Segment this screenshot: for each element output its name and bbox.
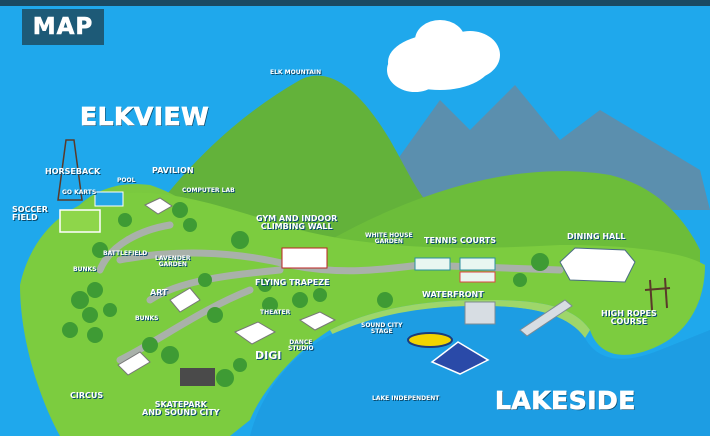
- label-white-house-garden[interactable]: WHITE HOUSE GARDEN: [365, 232, 413, 246]
- ropes-course: [644, 277, 671, 311]
- circus-building: [117, 351, 151, 376]
- label-theater[interactable]: THEATER: [260, 309, 291, 316]
- label-go-karts[interactable]: GO KARTS: [62, 189, 97, 196]
- label-battlefield[interactable]: BATTLEFIELD: [103, 250, 148, 257]
- soccer-field: [59, 209, 101, 233]
- label-lake-independent[interactable]: LAKE INDEPENDENT: [372, 395, 440, 402]
- label-circus[interactable]: CIRCUS: [70, 391, 104, 400]
- dance-building: [298, 311, 337, 331]
- label-skatepark[interactable]: SKATEPARK AND SOUND CITY: [142, 400, 220, 418]
- shore: [330, 300, 590, 338]
- label-bunks-left[interactable]: BUNKS: [73, 266, 97, 273]
- label-dance-studio[interactable]: DANCE STUDIO: [288, 339, 314, 353]
- label-elk-mountain[interactable]: ELK MOUNTAIN: [270, 69, 322, 76]
- label-digi[interactable]: DIGI: [255, 349, 282, 362]
- label-pavilion[interactable]: PAVILION: [152, 166, 194, 175]
- label-tennis-courts[interactable]: TENNIS COURTS: [424, 236, 497, 245]
- theater-building: [233, 321, 277, 345]
- water-trampoline: [430, 341, 490, 375]
- tennis-court-1: [414, 257, 451, 271]
- label-art[interactable]: ART: [150, 288, 168, 297]
- label-lavender-garden[interactable]: LAVENDER GARDEN: [155, 255, 191, 269]
- label-soccer-field[interactable]: SOCCER FIELD: [12, 205, 48, 223]
- skatepark: [180, 368, 215, 386]
- trees: [62, 202, 549, 387]
- label-waterfront[interactable]: WATERFRONT: [422, 290, 484, 299]
- pool: [94, 191, 124, 207]
- label-bunks-mid[interactable]: BUNKS: [135, 315, 159, 322]
- region-elkview: ELKVIEW: [80, 102, 210, 131]
- tennis-court-3: [459, 271, 496, 283]
- pavilion-building: [143, 197, 173, 215]
- label-dining-hall[interactable]: DINING HALL: [567, 232, 626, 241]
- lake: [250, 306, 710, 436]
- gym-building: [281, 247, 328, 269]
- tennis-court-2: [459, 257, 496, 271]
- region-lakeside: LAKESIDE: [495, 386, 636, 415]
- dining-hall: [559, 247, 636, 283]
- label-sound-city-stage[interactable]: SOUND CITY STAGE: [361, 322, 403, 336]
- label-high-ropes[interactable]: HIGH ROPES COURSE: [601, 309, 657, 327]
- cloud: [387, 20, 500, 92]
- top-bar: [0, 0, 710, 6]
- label-gym[interactable]: GYM AND INDOOR CLIMBING WALL: [256, 214, 338, 232]
- label-computer-lab[interactable]: COMPUTER LAB: [182, 187, 235, 194]
- floating-disc: [407, 332, 453, 348]
- pier: [464, 299, 573, 337]
- map-title: MAP: [22, 9, 104, 45]
- label-horseback[interactable]: HORSEBACK: [45, 167, 101, 176]
- far-mountains: [390, 85, 710, 210]
- horseback-tower: [57, 139, 83, 201]
- art-building: [169, 287, 201, 313]
- label-pool[interactable]: POOL: [117, 177, 136, 184]
- label-flying-trapeze[interactable]: FLYING TRAPEZE: [255, 278, 330, 287]
